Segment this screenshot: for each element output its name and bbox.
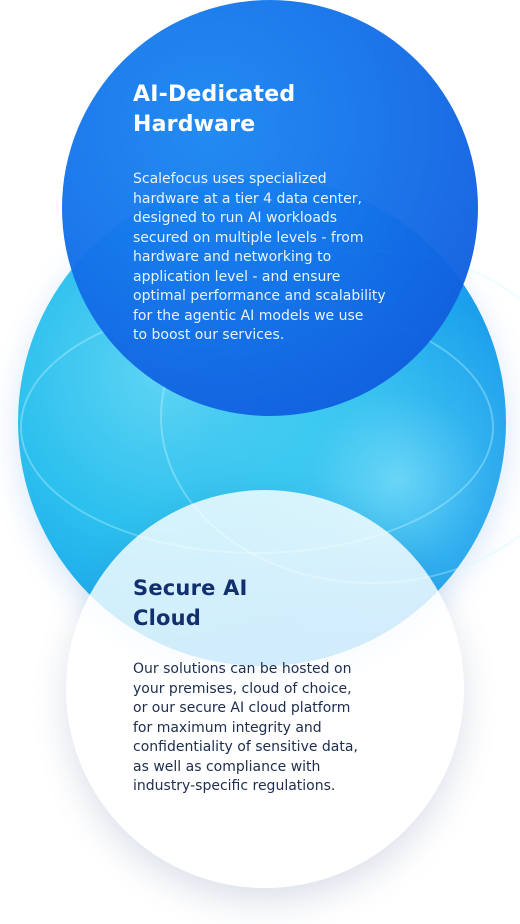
card-description-line: application level - and ensure <box>133 268 341 285</box>
card-description-line: for maximum integrity and <box>133 719 322 736</box>
card-description: Our solutions can be hosted on your prem… <box>133 660 413 797</box>
card-description-line: for the agentic AI models we use <box>133 307 364 324</box>
card-description-line: your premises, cloud of choice, <box>133 680 352 697</box>
card-description-line: or our secure AI cloud platform <box>133 700 351 716</box>
card-description-line: hardware and networking to <box>133 249 332 265</box>
card-description-line: optimal performance and scalability <box>133 288 386 304</box>
card-title-line: AI-Dedicated <box>133 82 296 107</box>
card-title-line: Cloud <box>133 606 202 630</box>
card-description-line: secured on multiple levels - from <box>133 229 364 246</box>
card-description-line: Scalefocus uses specialized <box>133 171 327 187</box>
card-description-line: as well as compliance with <box>133 758 321 775</box>
ai-dedicated-hardware-card: AI-Dedicated Hardware Scalefocus uses sp… <box>133 80 433 346</box>
secure-ai-cloud-card: Secure AI Cloud Our solutions can be hos… <box>133 573 413 797</box>
card-title: AI-Dedicated Hardware <box>133 80 433 140</box>
card-title-line: Secure AI <box>133 576 248 600</box>
bottom-white-circle <box>66 490 464 888</box>
top-blue-circle <box>62 0 478 416</box>
card-description-line: Our solutions can be hosted on <box>133 661 352 677</box>
card-description-line: designed to run AI workloads <box>133 210 338 226</box>
card-description-line: industry-specific regulations. <box>133 778 336 794</box>
card-description-line: hardware at a tier 4 data center, <box>133 190 362 207</box>
card-title: Secure AI Cloud <box>133 573 413 633</box>
card-description: Scalefocus uses specialized hardware at … <box>133 170 433 346</box>
card-description-line: confidentiality of sensitive data, <box>133 739 358 755</box>
card-title-line: Hardware <box>133 112 256 137</box>
card-description-line: to boost our services. <box>133 327 285 343</box>
